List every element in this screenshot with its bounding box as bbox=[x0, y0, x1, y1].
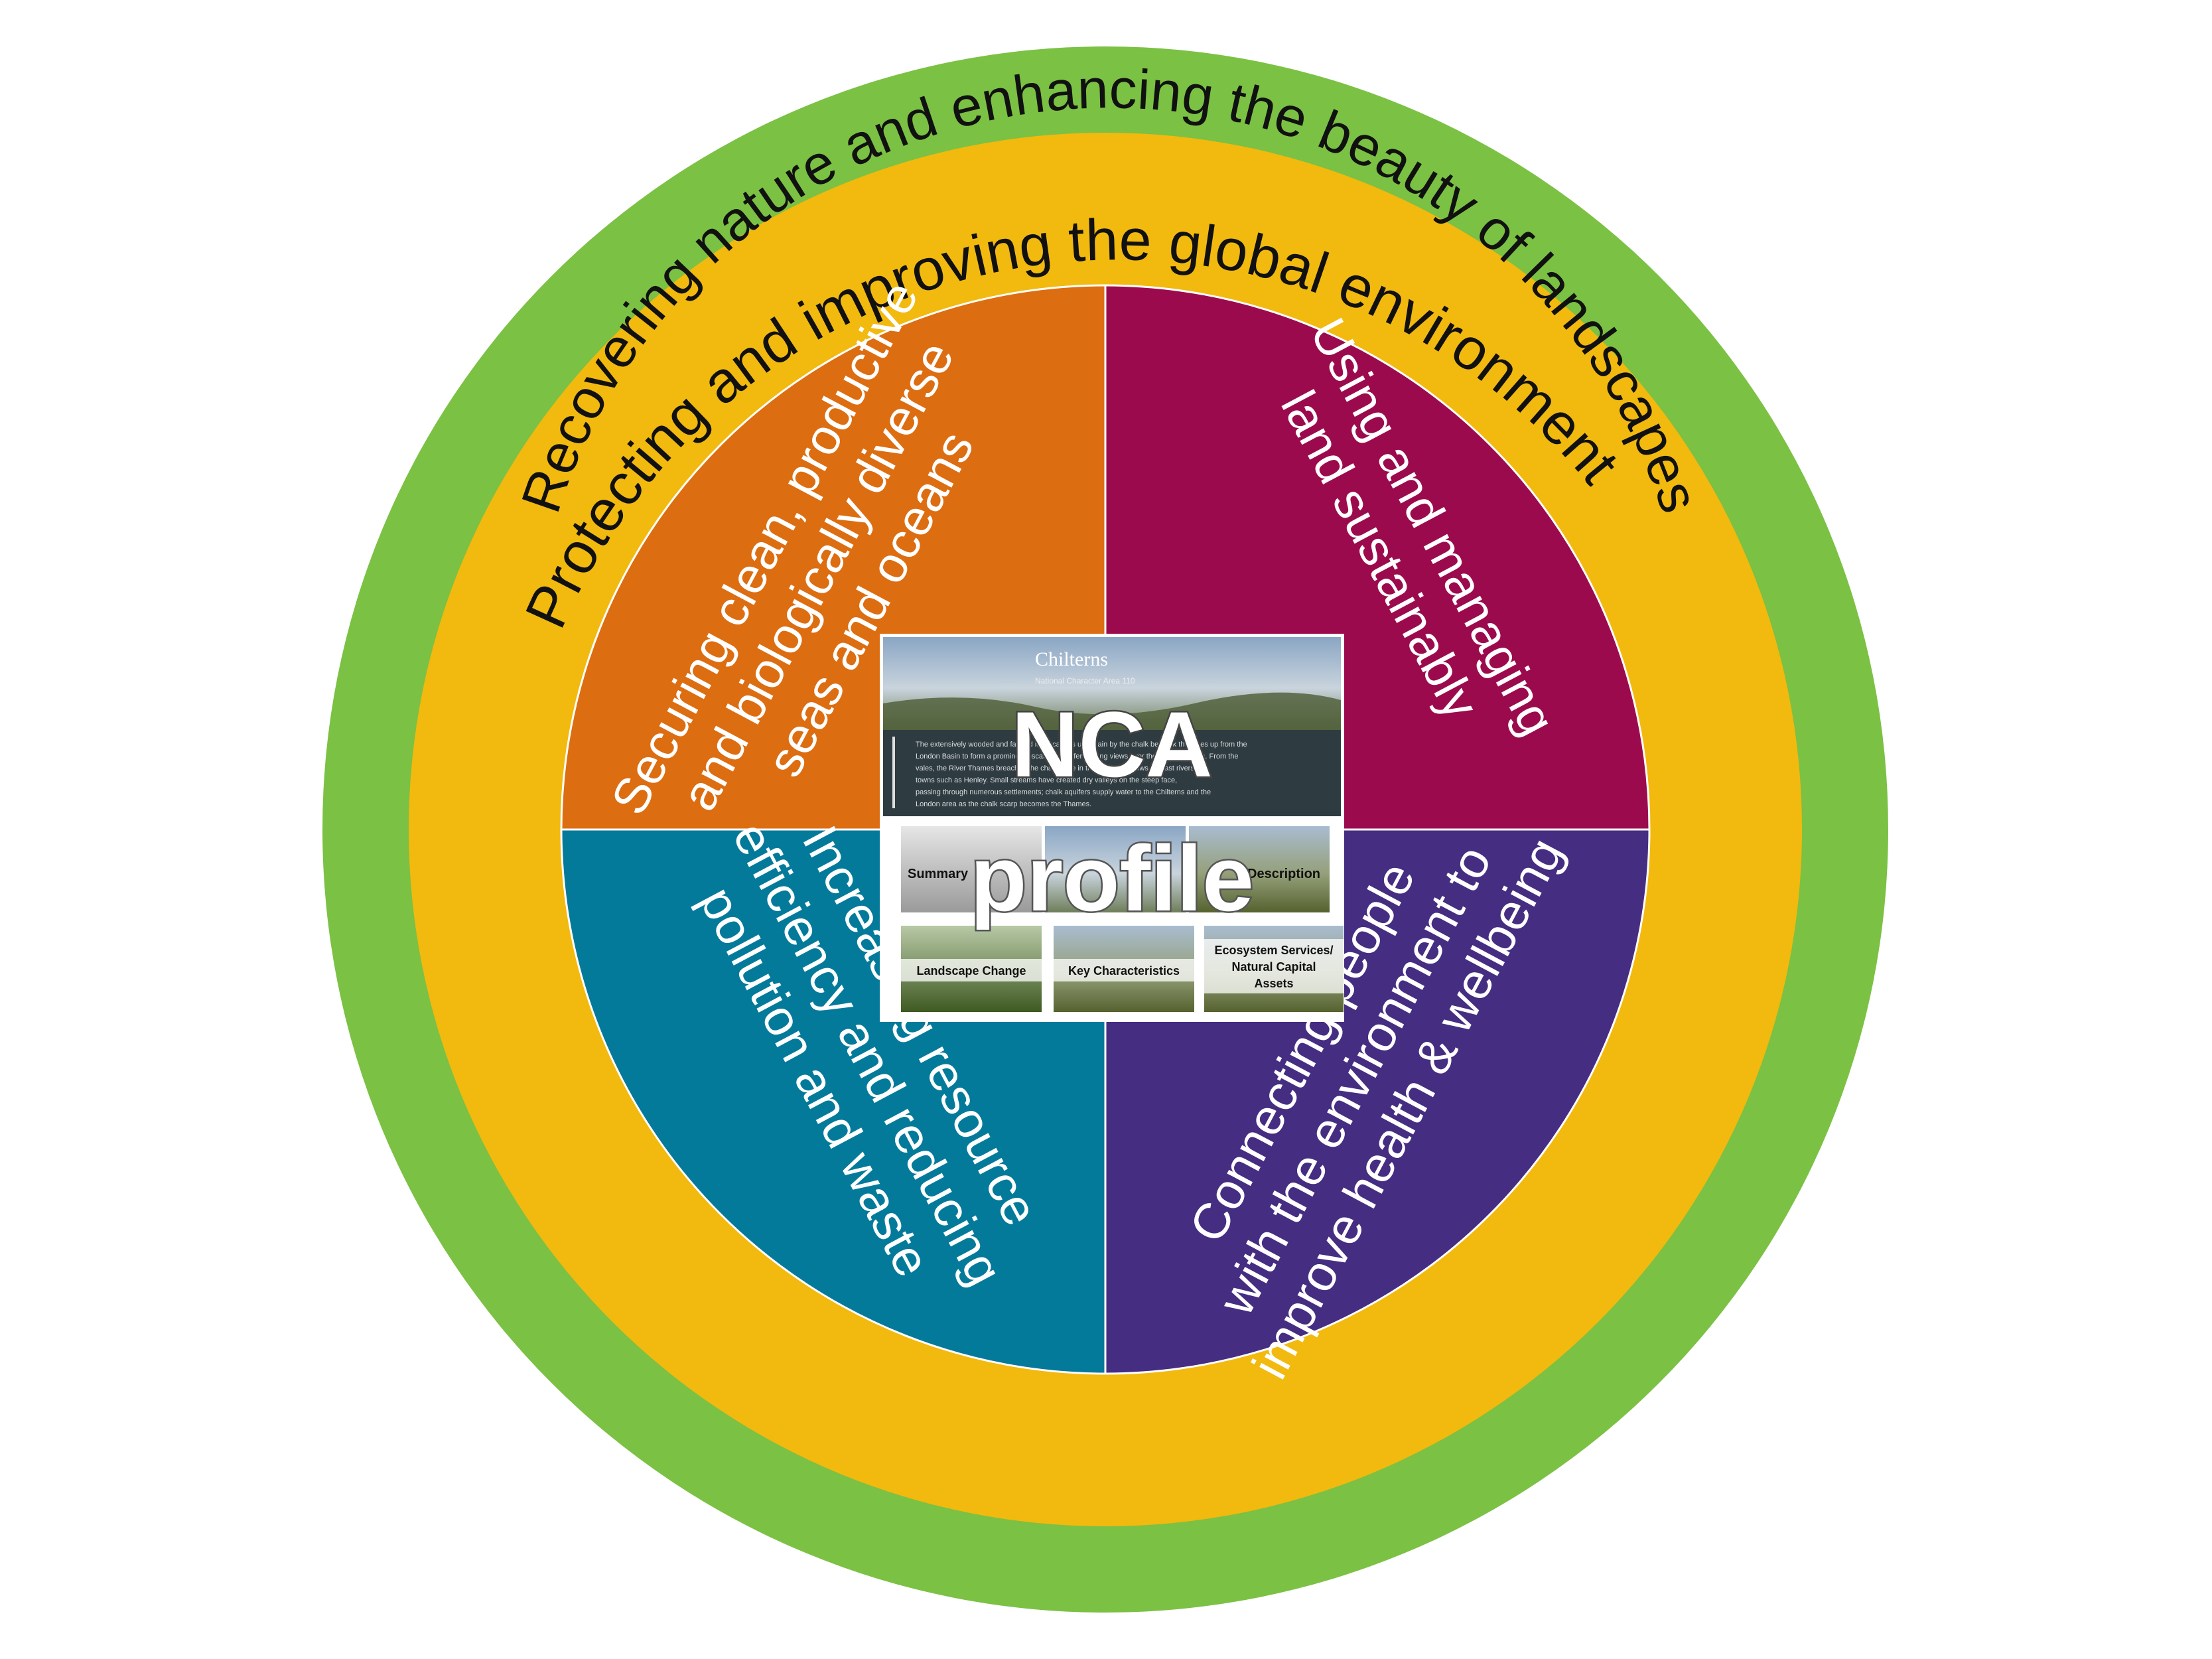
landscape-change-label: Landscape Change bbox=[916, 964, 1026, 977]
doc-subtitle: National Character Area 110 bbox=[1035, 676, 1135, 685]
ecosystem-label-line3: Assets bbox=[1254, 977, 1293, 990]
ecosystem-label-line2: Natural Capital bbox=[1231, 960, 1316, 974]
doc-text-line: towns such as Henley. Small streams have… bbox=[916, 776, 1177, 784]
key-characteristics-label: Key Characteristics bbox=[1068, 964, 1180, 977]
nca-label: NCA bbox=[1011, 692, 1212, 796]
summary-tile bbox=[901, 826, 1042, 912]
doc-text-line: London area as the chalk scarp becomes t… bbox=[916, 800, 1091, 808]
description-label: Description bbox=[1247, 867, 1320, 881]
doc-text-line: vales, the River Thames breaches the cha… bbox=[916, 764, 1204, 772]
doc-text-line: passing through numerous settlements; ch… bbox=[916, 788, 1211, 796]
ecosystem-label-line1: Ecosystem Services/ bbox=[1214, 944, 1333, 957]
summary-label: Summary bbox=[908, 867, 969, 881]
doc-title: Chilterns bbox=[1035, 648, 1108, 670]
middle-tile bbox=[1045, 826, 1186, 912]
profile-label: profile bbox=[970, 826, 1254, 930]
nca-profile-card: Chilterns National Character Area 110 Th… bbox=[880, 634, 1344, 1022]
doc-text-line: London Basin to form a prominent escarpm… bbox=[916, 753, 1239, 760]
doc-text-panel bbox=[883, 730, 1341, 816]
doc-text-line: The extensively wooded and farmed landsc… bbox=[916, 741, 1247, 749]
description-tile bbox=[1189, 826, 1330, 912]
